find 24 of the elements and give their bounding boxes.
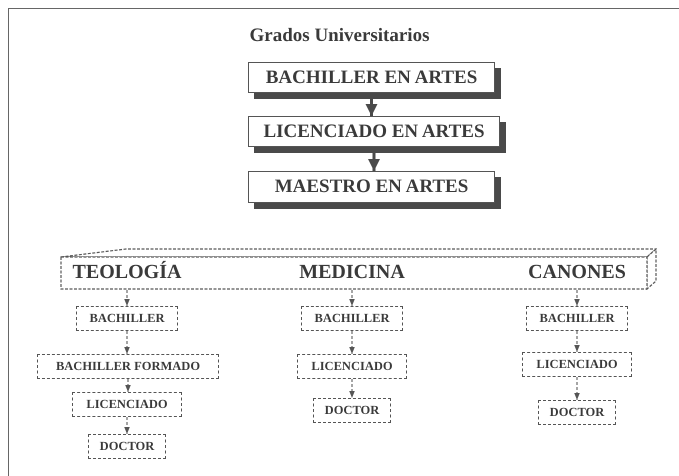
category-heading: CANONES — [517, 260, 637, 290]
category-heading: TEOLOGÍA — [67, 260, 187, 290]
degree-box: LICENCIADO — [297, 354, 407, 379]
title: Grados Universitarios — [248, 24, 430, 48]
arrow — [349, 330, 355, 354]
degree-box: LICENCIADO — [72, 392, 182, 417]
degree-box: BACHILLER — [526, 306, 628, 331]
arrow — [574, 290, 580, 306]
degree-box: BACHILLER — [76, 306, 178, 331]
degree-box: BACHILLER FORMADO — [37, 354, 219, 379]
arrow — [124, 416, 130, 434]
category-heading: MEDICINA — [292, 260, 412, 290]
arrow — [125, 378, 131, 392]
degree-box: DOCTOR — [88, 434, 166, 459]
degree-box: DOCTOR — [313, 398, 391, 423]
arrow — [124, 330, 130, 354]
arrow — [574, 376, 580, 400]
arrow — [349, 378, 355, 398]
arrow — [574, 330, 580, 352]
arrow — [349, 290, 355, 306]
arrow — [124, 290, 130, 306]
degree-box: LICENCIADO — [522, 352, 632, 377]
degree-box: DOCTOR — [538, 400, 616, 425]
degree-box: BACHILLER — [301, 306, 403, 331]
